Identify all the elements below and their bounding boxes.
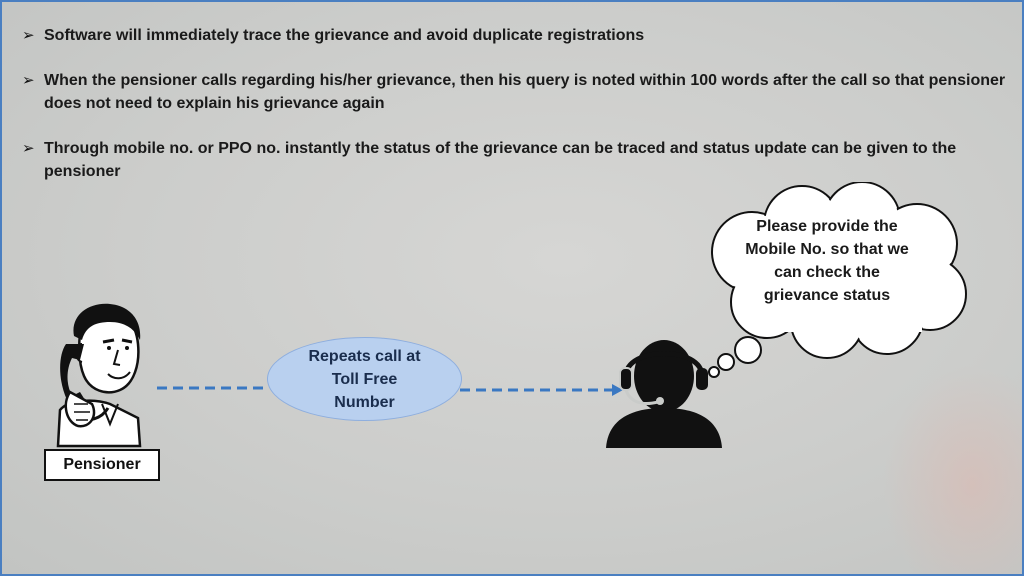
call-ellipse: Repeats call at Toll Free Number bbox=[267, 337, 462, 421]
bullet-arrow-icon: ➢ bbox=[22, 139, 35, 157]
bullet-arrow-icon: ➢ bbox=[22, 26, 35, 44]
arrowhead-icon bbox=[612, 384, 623, 396]
speech-bubble-text: Please provide the Mobile No. so that we… bbox=[745, 218, 909, 304]
bullet-list: ➢ Software will immediately trace the gr… bbox=[22, 24, 1007, 205]
bullet-item: ➢ Through mobile no. or PPO no. instantl… bbox=[22, 137, 1007, 183]
pensioner-phone-icon bbox=[56, 303, 142, 448]
bullet-arrow-icon: ➢ bbox=[22, 71, 35, 89]
bullet-item: ➢ When the pensioner calls regarding his… bbox=[22, 69, 1007, 115]
bullet-text: Software will immediately trace the grie… bbox=[44, 27, 645, 44]
bullet-text: When the pensioner calls regarding his/h… bbox=[44, 72, 1006, 112]
thought-cloud-icon bbox=[708, 182, 967, 378]
background-decoration bbox=[882, 364, 1022, 574]
call-label: Repeats call at Toll Free Number bbox=[308, 347, 421, 411]
bullet-item: ➢ Software will immediately trace the gr… bbox=[22, 24, 1007, 47]
pensioner-label: Pensioner bbox=[44, 449, 160, 481]
call-center-agent-icon bbox=[606, 340, 722, 448]
bullet-text: Through mobile no. or PPO no. instantly … bbox=[44, 140, 957, 180]
